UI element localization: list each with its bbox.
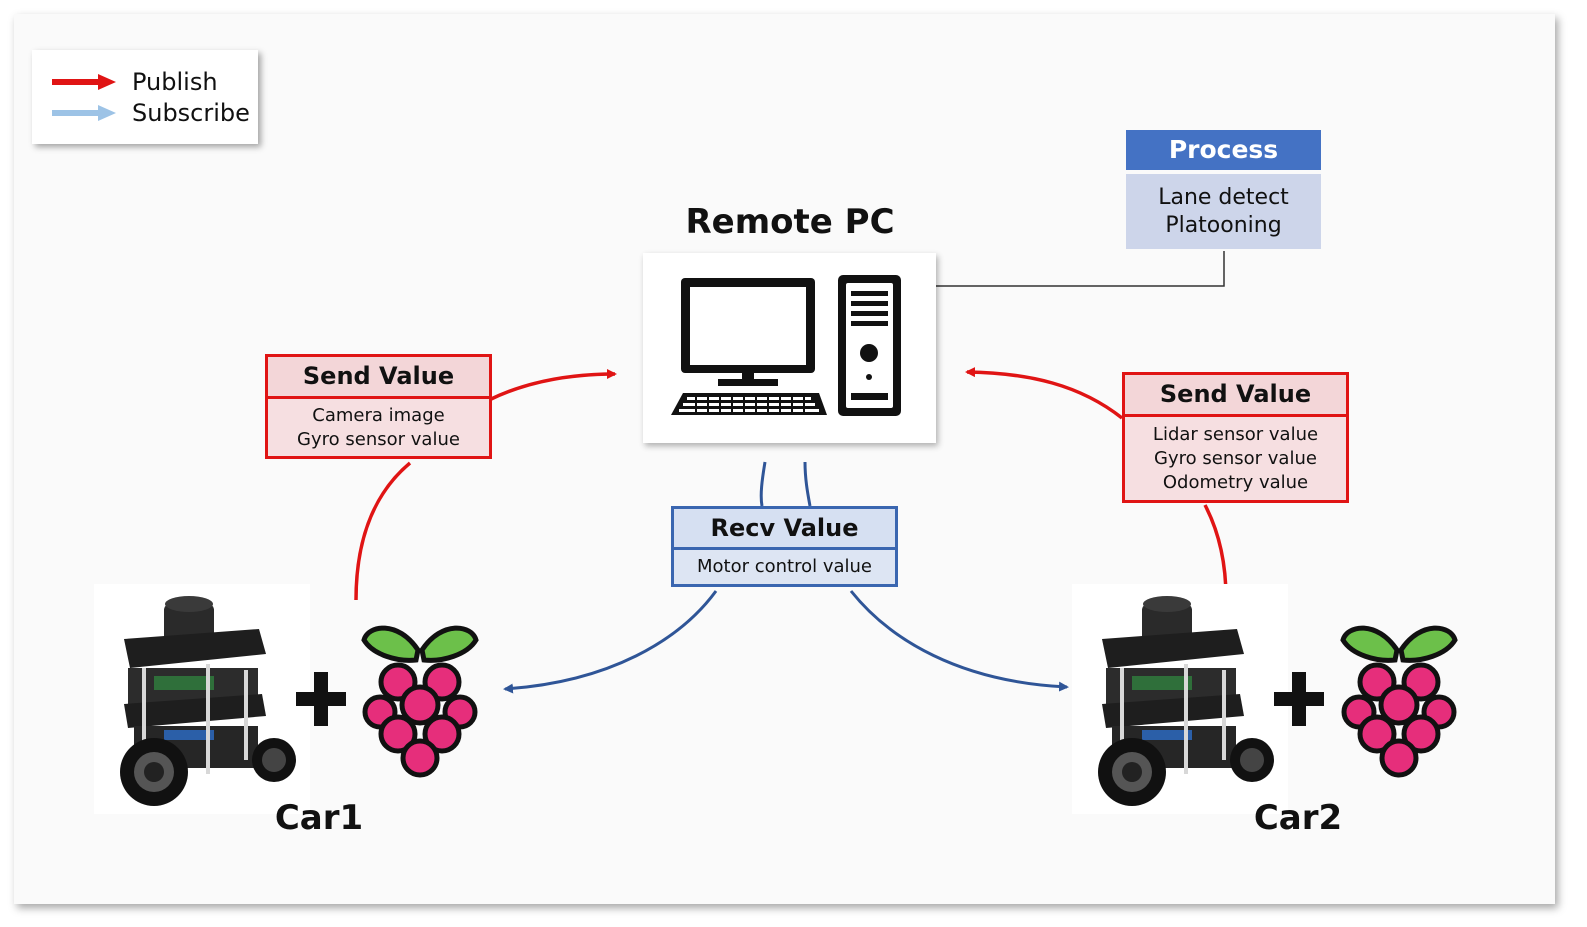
process-connector-line: [936, 251, 1225, 287]
robot-car-image-car2: [1072, 584, 1288, 814]
process-item: Platooning: [1165, 212, 1282, 238]
recv-value-header: Recv Value: [674, 509, 895, 550]
car2-label: Car2: [1253, 798, 1343, 838]
desktop-computer-icon: [681, 278, 815, 386]
recv-value-item: Motor control value: [696, 556, 873, 577]
raspberry-pi-logo-icon: [1340, 625, 1458, 778]
car1-publish-arrow-head: [488, 369, 617, 402]
send-value-header: Send Value: [1125, 375, 1346, 417]
plus-icon: [296, 672, 346, 726]
legend-subscribe-label: Subscribe: [132, 99, 250, 127]
legend-publish-label: Publish: [132, 68, 218, 96]
recv-value-items: Motor control value: [674, 550, 895, 584]
send-value-box-car1: Send Value Camera image Gyro sensor valu…: [265, 354, 492, 459]
recv-value-box: Recv Value Motor control value: [671, 506, 898, 587]
send-value-items: Lidar sensor value Gyro sensor value Odo…: [1125, 417, 1346, 500]
pc-subscribe-line-left: [759, 461, 767, 507]
legend-publish: Publish: [50, 67, 218, 97]
send-value-item: Odometry value: [1162, 471, 1309, 493]
car2-subscribe-arrow: [849, 590, 1069, 692]
send-value-items: Camera image Gyro sensor value: [268, 399, 489, 456]
remote-pc-title: Remote PC: [685, 202, 895, 242]
raspberry-pi-logo-icon: [361, 625, 479, 778]
send-value-item: Gyro sensor value: [1154, 447, 1317, 469]
keyboard-icon: [671, 393, 827, 415]
send-value-header: Send Value: [268, 357, 489, 399]
car1-publish-arrow: [354, 461, 412, 601]
legend-subscribe: Subscribe: [50, 98, 250, 128]
robot-car-icon: [120, 596, 296, 806]
car1-label: Car1: [274, 798, 364, 838]
send-value-item: Gyro sensor value: [297, 428, 460, 450]
legend: Publish Subscribe: [32, 50, 258, 144]
send-value-item: Camera image: [312, 404, 445, 426]
plus-icon: [1274, 672, 1324, 726]
process-items: Lane detect Platooning: [1126, 174, 1321, 249]
red-arrow-icon: [52, 74, 116, 90]
car2-publish-arrow-head: [965, 367, 1124, 420]
pc-subscribe-line-right: [803, 461, 812, 507]
pc-tower-icon: [838, 275, 901, 416]
process-item: Lane detect: [1158, 184, 1289, 210]
car1-subscribe-arrow: [503, 590, 718, 694]
robot-car-icon: [1098, 596, 1274, 806]
process-header: Process: [1126, 130, 1321, 170]
robot-car-image-car1: [94, 584, 310, 814]
remote-pc-image: [643, 253, 936, 443]
send-value-item: Lidar sensor value: [1152, 423, 1319, 445]
light-blue-arrow-icon: [52, 105, 116, 121]
send-value-box-car2: Send Value Lidar sensor value Gyro senso…: [1122, 372, 1349, 503]
process-box: Process Lane detect Platooning: [1126, 130, 1321, 249]
